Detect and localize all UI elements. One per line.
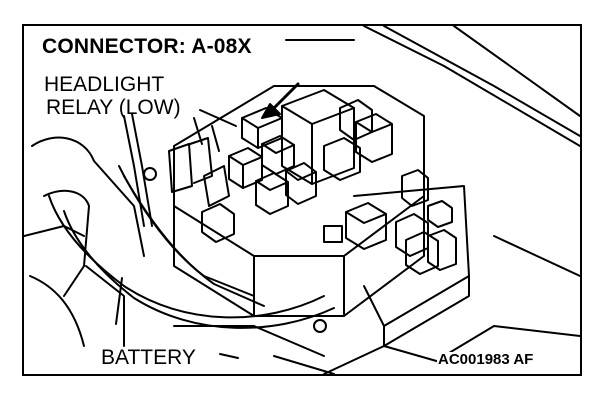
- relay-label-line1: HEADLIGHT: [44, 73, 165, 96]
- relay-box-housing: [173, 85, 470, 347]
- connector-title: CONNECTOR: A-08X: [42, 35, 252, 58]
- side-connectors: [168, 117, 230, 207]
- battery-and-harness: [24, 113, 335, 374]
- engine-bay-illustration: [24, 26, 580, 374]
- relay-blocks: [201, 89, 457, 275]
- relay-label-line2: RELAY (LOW): [46, 96, 181, 119]
- figure-code: AC001983 AF: [437, 351, 535, 368]
- diagram-frame: CONNECTOR: A-08X HEADLIGHT RELAY (LOW) B…: [22, 24, 582, 376]
- leader-lines: [115, 39, 355, 359]
- fender-lines: [323, 26, 580, 374]
- arrow-icon: [261, 82, 300, 119]
- battery-label: BATTERY: [100, 346, 197, 369]
